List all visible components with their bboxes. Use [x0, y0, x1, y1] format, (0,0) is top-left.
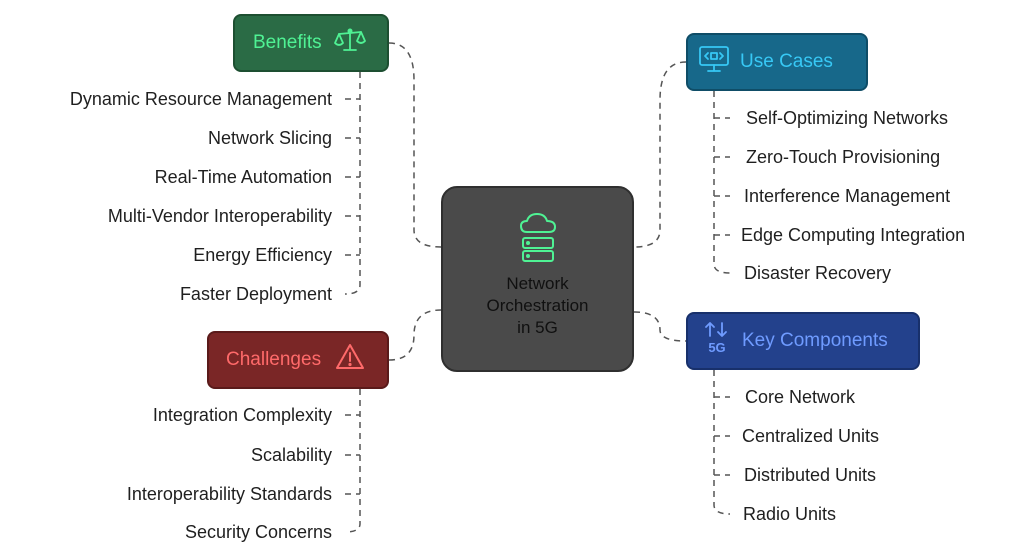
challenges-node: Challenges	[207, 331, 389, 389]
benefit-item: Multi-Vendor Interoperability	[107, 206, 332, 226]
key-component-item: Core Network	[745, 387, 856, 407]
challenges-label: Challenges	[226, 349, 322, 370]
central-topic-node: Network Orchestration in 5G	[441, 186, 634, 372]
benefit-item: Faster Deployment	[179, 284, 332, 304]
center-title-line-3: in 5G	[517, 318, 558, 337]
center-title-line-2: Orchestration	[486, 296, 589, 315]
challenge-item: Integration Complexity	[152, 405, 332, 425]
challenge-item: Interoperability Standards	[126, 484, 332, 504]
benefits-label: Benefits	[253, 32, 322, 53]
key-component-item: Radio Units	[743, 504, 837, 524]
challenge-item: Scalability	[250, 445, 332, 465]
benefit-item: Network Slicing	[207, 128, 332, 148]
code-monitor-icon	[698, 45, 730, 79]
key-component-item: Centralized Units	[742, 426, 880, 446]
key-components-label: Key Components	[742, 330, 888, 351]
use-case-item: Edge Computing Integration	[741, 225, 966, 245]
scale-icon	[333, 27, 366, 59]
challenge-item: Security Concerns	[184, 522, 332, 542]
use-case-item: Self-Optimizing Networks	[746, 108, 949, 128]
use-cases-node: Use Cases	[686, 33, 868, 91]
benefit-item: Energy Efficiency	[193, 245, 332, 265]
center-title-line-1: Network	[506, 274, 569, 293]
use-case-item: Disaster Recovery	[744, 263, 892, 283]
benefits-node: Benefits	[233, 14, 389, 72]
5g-label: 5G	[708, 340, 725, 355]
key-component-item: Distributed Units	[744, 465, 877, 485]
use-cases-label: Use Cases	[740, 51, 833, 72]
benefit-item: Real-Time Automation	[154, 167, 332, 187]
warning-icon	[335, 343, 365, 377]
use-case-item: Interference Management	[744, 186, 951, 206]
use-case-item: Zero-Touch Provisioning	[746, 147, 941, 167]
cloud-server-icon	[443, 212, 632, 269]
benefit-item: Dynamic Resource Management	[69, 89, 332, 109]
key-components-node: 5G Key Components	[686, 312, 920, 370]
5g-signal-icon: 5G	[704, 321, 730, 361]
